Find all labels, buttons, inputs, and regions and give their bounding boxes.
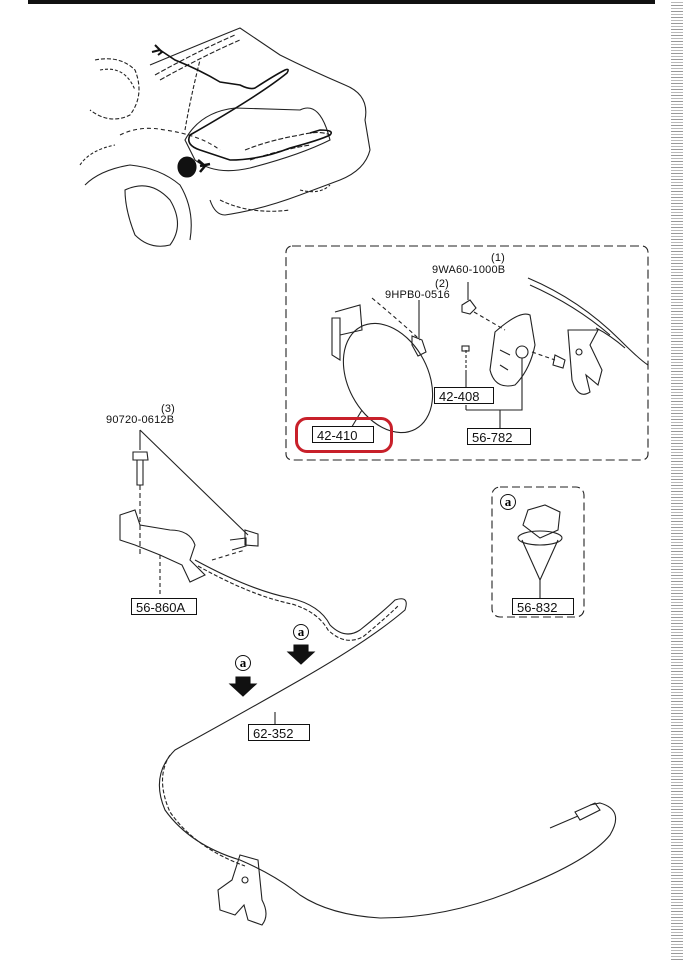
opener-bracket-42-408	[461, 313, 566, 387]
part-label-56-832[interactable]: 56-832	[512, 598, 574, 615]
highlight-ring	[295, 417, 393, 453]
cable-62-352	[158, 559, 617, 926]
fuel-lid-location	[177, 156, 197, 178]
header-bar	[28, 0, 655, 4]
bolt-9HPB0-0516	[411, 300, 427, 357]
opener-lever	[527, 277, 649, 395]
fastener-1-index: (1)	[491, 252, 506, 264]
fastener-2-part-no: 9HPB0-0516	[385, 289, 450, 301]
callout-a-2: a	[235, 655, 251, 671]
part-label-56-782[interactable]: 56-782	[467, 428, 531, 445]
fastener-1-part-no: 9WA60-1000B	[432, 264, 506, 276]
arrow-a-1	[286, 644, 316, 665]
bolts-90720-0612B	[132, 429, 259, 555]
part-label-62-352[interactable]: 62-352	[248, 724, 310, 741]
part-label-42-408[interactable]: 42-408	[434, 387, 494, 404]
nut-9WA60-1000B	[461, 282, 506, 331]
part-label-56-860A[interactable]: 56-860A	[131, 598, 197, 615]
fastener-3-part-no: 90720-0612B	[106, 414, 175, 426]
page-edge-pattern	[671, 0, 683, 960]
callout-a-1: a	[293, 624, 309, 640]
part-label-42-410[interactable]: 42-410	[312, 426, 374, 443]
inset-frame	[285, 245, 649, 461]
fuel-lid-42-410	[331, 297, 434, 434]
clip-detail-frame	[491, 486, 585, 618]
fastener-3-index: (3)	[161, 403, 176, 415]
callout-a-detail: a	[500, 494, 516, 510]
bracket-56-860A	[119, 509, 246, 595]
clip-56-832	[517, 504, 563, 600]
arrow-a-2	[228, 676, 258, 697]
car-rear-illustration	[79, 27, 371, 247]
fastener-2-index: (2)	[435, 278, 450, 290]
